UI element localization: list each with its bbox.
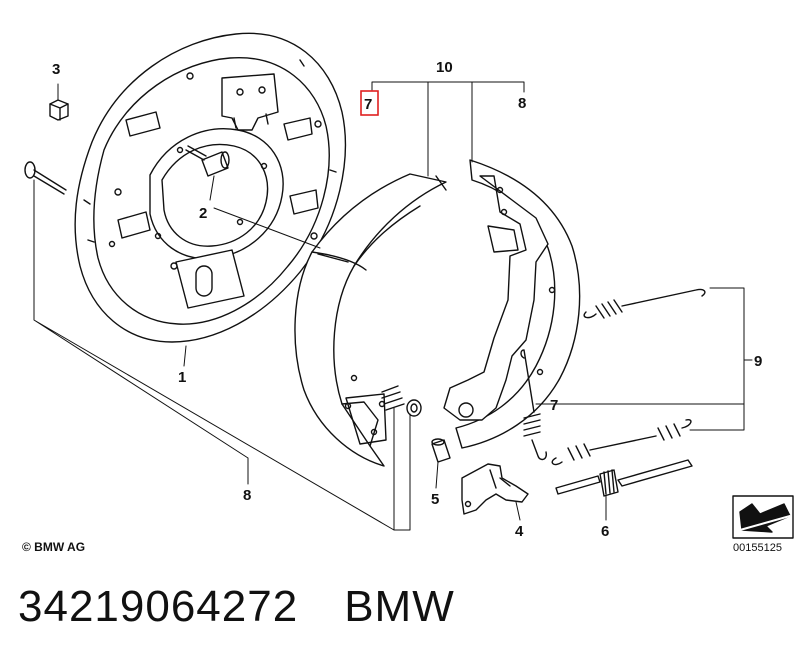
label-7-top: 7 bbox=[364, 96, 372, 113]
exploded-parts-diagram: 1 2 3 4 5 6 7 7 8 8 9 10 bbox=[24, 32, 794, 540]
hold-down-spring bbox=[381, 385, 422, 417]
label-5: 5 bbox=[431, 491, 439, 508]
part-caption: 34219064272 BMW bbox=[18, 582, 455, 632]
label-3: 3 bbox=[52, 61, 60, 78]
label-8-bottom: 8 bbox=[243, 487, 251, 504]
highlight-box bbox=[360, 90, 379, 116]
label-8-top: 8 bbox=[518, 95, 526, 112]
label-2: 2 bbox=[199, 205, 207, 222]
brake-shoe-front bbox=[294, 173, 447, 467]
direction-arrow-icon bbox=[732, 495, 794, 539]
adjuster bbox=[555, 459, 693, 497]
label-9: 9 bbox=[754, 353, 762, 370]
label-1: 1 bbox=[178, 369, 186, 386]
backing-plate bbox=[74, 32, 347, 343]
leader-lines bbox=[33, 81, 753, 531]
label-4: 4 bbox=[515, 523, 524, 540]
image-code: 00155125 bbox=[733, 542, 782, 554]
hold-down-pin bbox=[24, 161, 67, 195]
part-number: 34219064272 bbox=[18, 582, 299, 631]
bracket bbox=[461, 463, 529, 515]
brand-name: BMW bbox=[344, 582, 455, 631]
stud-bolt bbox=[185, 145, 230, 177]
brake-shoe-rear bbox=[443, 159, 581, 449]
pin bbox=[431, 438, 451, 463]
upper-spring bbox=[583, 288, 706, 319]
label-6: 6 bbox=[601, 523, 609, 540]
return-spring bbox=[520, 349, 548, 461]
label-10: 10 bbox=[436, 59, 453, 76]
lower-spring bbox=[551, 418, 692, 466]
copyright-text: © BMW AG bbox=[22, 540, 86, 554]
nut bbox=[49, 99, 69, 121]
label-7-right: 7 bbox=[550, 397, 558, 414]
